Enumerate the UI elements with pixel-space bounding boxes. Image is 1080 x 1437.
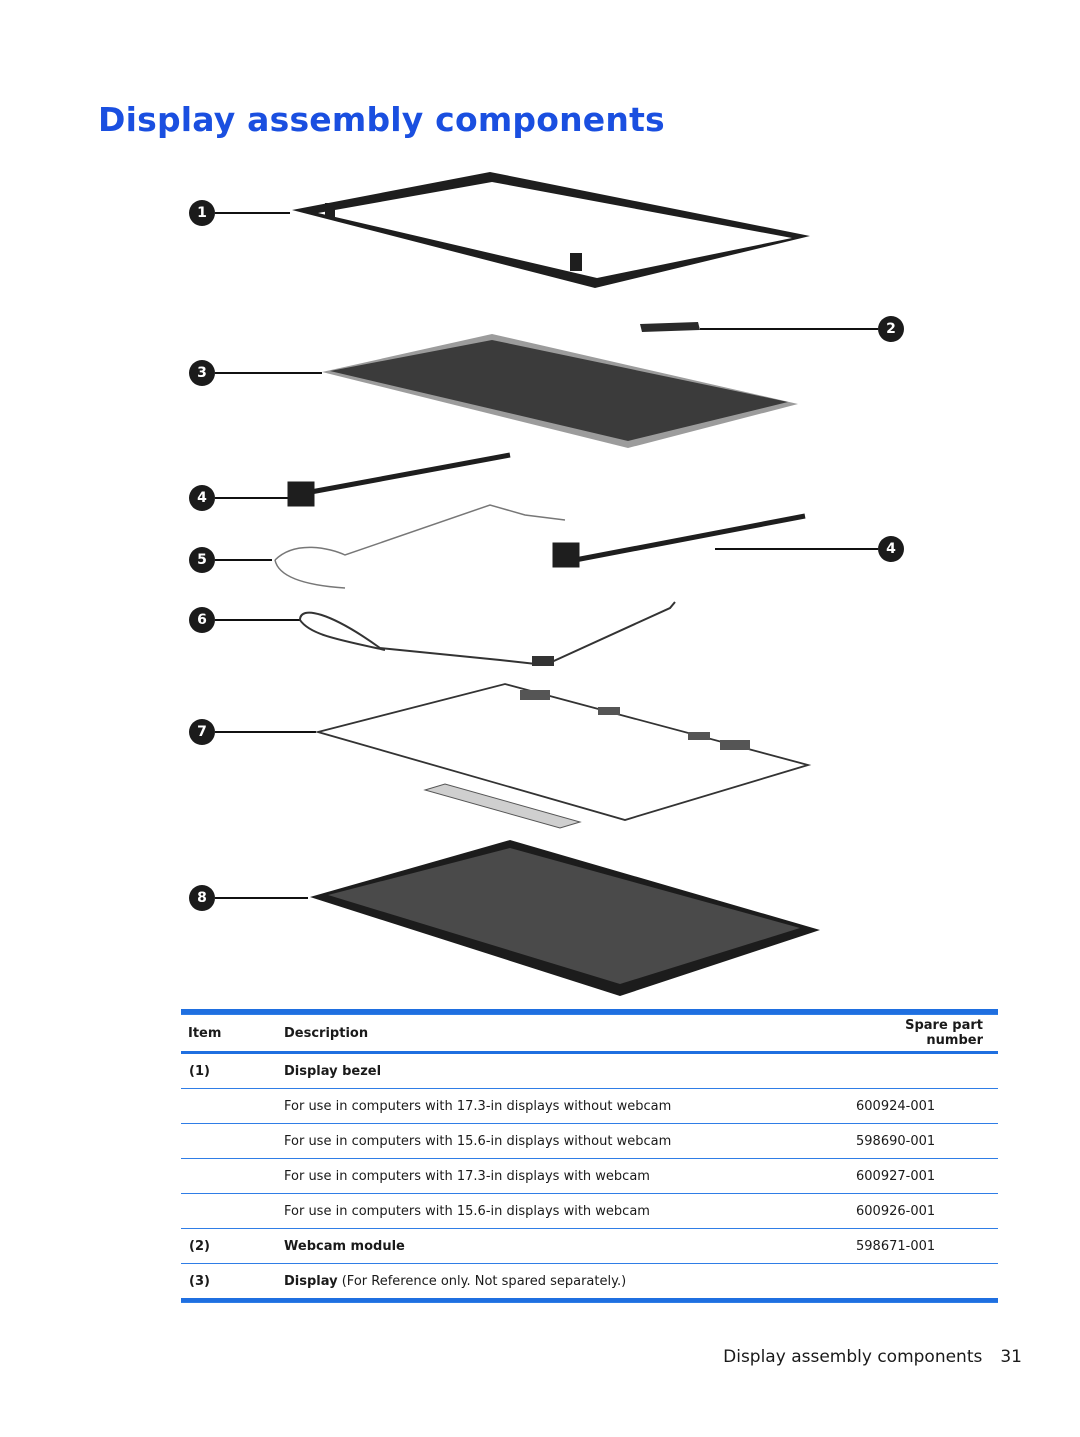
row-spare-part-number <box>846 1264 998 1299</box>
row-description: For use in computers with 15.6-in displa… <box>269 1123 846 1159</box>
row-item <box>181 1088 269 1124</box>
webcam-module-drawing <box>640 322 700 332</box>
display-shield-drawing <box>314 683 812 829</box>
callout-1: 1 <box>189 200 215 226</box>
footer-section-label: Display assembly components <box>723 1347 983 1367</box>
row-item <box>181 1123 269 1159</box>
row-spare-part-number: 600924-001 <box>846 1088 998 1124</box>
page-number: 31 <box>1000 1347 1022 1367</box>
row-spare-part-number <box>846 1052 998 1089</box>
row-description: For use in computers with 17.3-in displa… <box>269 1088 846 1124</box>
header-item: Item <box>181 1014 269 1054</box>
display-cable-drawing <box>299 601 676 667</box>
row-description: Display (For Reference only. Not spared … <box>269 1264 846 1299</box>
row-description-note: (For Reference only. Not spared separate… <box>341 1273 627 1289</box>
row-item <box>181 1158 269 1194</box>
row-item <box>181 1193 269 1229</box>
row-spare-part-number: 598671-001 <box>846 1228 998 1264</box>
hinge-right-drawing <box>552 513 806 568</box>
row-description: Display bezel <box>269 1052 846 1089</box>
table-row: For use in computers with 17.3-in displa… <box>181 1088 998 1124</box>
table-row: (2) Webcam module 598671-001 <box>181 1228 998 1264</box>
row-spare-part-number: 598690-001 <box>846 1123 998 1159</box>
table-row: For use in computers with 15.6-in displa… <box>181 1193 998 1229</box>
page-title: Display assembly components <box>98 100 665 139</box>
table-header-row: Item Description Spare part number <box>181 1014 998 1054</box>
row-description: Webcam module <box>269 1228 846 1264</box>
callout-3: 3 <box>189 360 215 386</box>
display-bezel-drawing <box>292 172 810 288</box>
callout-4-right: 4 <box>878 536 904 562</box>
exploded-view-figure: 1 2 3 4 4 5 6 7 8 <box>189 172 904 996</box>
row-description: For use in computers with 17.3-in displa… <box>269 1158 846 1194</box>
row-description: For use in computers with 15.6-in displa… <box>269 1193 846 1229</box>
row-description-bold: Display <box>284 1273 338 1289</box>
callout-8: 8 <box>189 885 215 911</box>
antenna-cable-drawing <box>274 504 566 589</box>
table-row: For use in computers with 17.3-in displa… <box>181 1158 998 1194</box>
callout-4-left: 4 <box>189 485 215 511</box>
table-row: For use in computers with 15.6-in displa… <box>181 1123 998 1159</box>
table-row: (3) Display (For Reference only. Not spa… <box>181 1264 998 1299</box>
hinge-left-drawing <box>287 452 511 507</box>
callout-6: 6 <box>189 607 215 633</box>
row-spare-part-number: 600927-001 <box>846 1158 998 1194</box>
spare-parts-table: Item Description Spare part number (1) D… <box>181 1009 998 1303</box>
row-spare-part-number: 600926-001 <box>846 1193 998 1229</box>
row-item: (3) <box>189 1273 210 1289</box>
row-item: (2) <box>181 1228 269 1264</box>
exploded-view-drawing <box>215 172 878 996</box>
display-panel-drawing <box>322 334 798 448</box>
page-footer: Display assembly components 31 <box>723 1347 1022 1367</box>
row-item: (1) <box>181 1052 269 1089</box>
callout-5: 5 <box>189 547 215 573</box>
display-back-cover-drawing <box>310 840 820 996</box>
callout-7: 7 <box>189 719 215 745</box>
header-spare-part-number: Spare part number <box>846 1014 998 1054</box>
header-description: Description <box>269 1014 846 1054</box>
table-row: (1) Display bezel <box>181 1052 998 1089</box>
callout-2: 2 <box>878 316 904 342</box>
